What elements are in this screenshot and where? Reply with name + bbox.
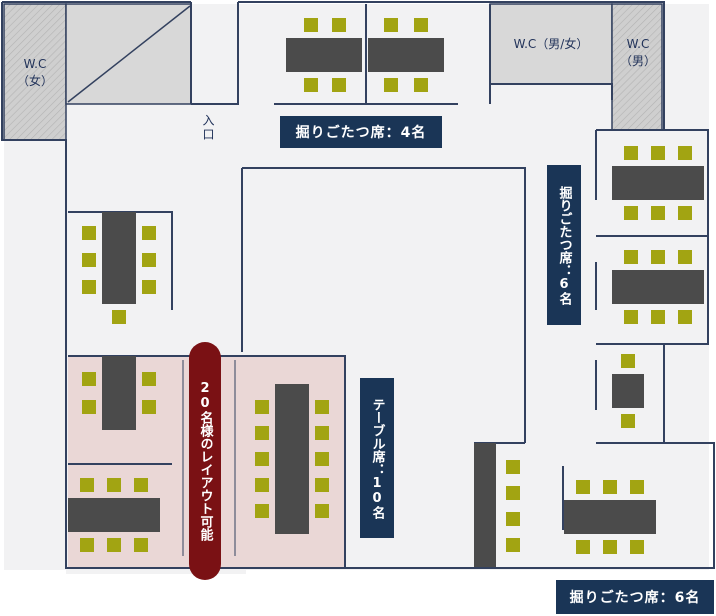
chair xyxy=(142,226,156,240)
table xyxy=(102,356,136,430)
chair xyxy=(506,512,520,526)
chair xyxy=(304,18,318,32)
chair xyxy=(82,253,96,267)
chair xyxy=(332,18,346,32)
chair xyxy=(80,478,94,492)
table-10-label: テーブル席：10名 xyxy=(360,378,394,538)
chair xyxy=(255,426,269,440)
chair xyxy=(142,400,156,414)
chair xyxy=(82,400,96,414)
restroom-areas xyxy=(3,3,663,141)
chair xyxy=(315,400,329,414)
chair xyxy=(82,226,96,240)
chair xyxy=(384,78,398,92)
chair xyxy=(624,146,638,160)
walls xyxy=(1,1,715,569)
table xyxy=(474,443,496,567)
chair xyxy=(506,460,520,474)
chair xyxy=(255,478,269,492)
chair xyxy=(678,146,692,160)
chair xyxy=(506,538,520,552)
chair xyxy=(414,18,428,32)
chairs xyxy=(80,18,692,554)
chair xyxy=(414,78,428,92)
chair xyxy=(304,78,318,92)
table xyxy=(102,212,136,304)
chair xyxy=(576,540,590,554)
chair xyxy=(384,18,398,32)
table xyxy=(612,270,704,304)
chair xyxy=(630,480,644,494)
wc-unisex-label: W.C（男/女） xyxy=(513,37,589,51)
chair xyxy=(82,372,96,386)
chair xyxy=(315,478,329,492)
chair xyxy=(621,354,635,368)
wc-male-label: W.C （男） xyxy=(619,37,656,68)
chair xyxy=(678,206,692,220)
chair xyxy=(134,538,148,552)
table xyxy=(275,384,309,534)
chair xyxy=(603,480,617,494)
chair xyxy=(315,452,329,466)
party-20-label: 20名様のレイアウト可能 xyxy=(189,342,221,580)
chair xyxy=(255,504,269,518)
chair xyxy=(678,250,692,264)
table xyxy=(564,500,656,534)
table xyxy=(612,374,644,408)
chair xyxy=(506,486,520,500)
chair xyxy=(678,310,692,324)
table xyxy=(368,38,444,72)
table xyxy=(612,166,704,200)
chair xyxy=(630,540,644,554)
chair xyxy=(107,478,121,492)
horigotatsu-6-vertical-label: 掘りごたつ席：6名 xyxy=(547,165,581,325)
chair xyxy=(255,452,269,466)
chair xyxy=(315,426,329,440)
chair xyxy=(142,280,156,294)
chair xyxy=(80,538,94,552)
wc-female-room xyxy=(3,3,67,141)
tables xyxy=(68,38,704,567)
entrance-label: 入口 xyxy=(201,114,215,142)
chair xyxy=(603,540,617,554)
chair xyxy=(332,78,346,92)
chair xyxy=(82,280,96,294)
rails xyxy=(182,360,236,556)
chair xyxy=(624,310,638,324)
horigotatsu-4-label: 掘りごたつ席：4名 xyxy=(280,116,442,148)
horigotatsu-6-bottom-label: 掘りごたつ席：6名 xyxy=(556,580,714,614)
chair xyxy=(142,253,156,267)
chair xyxy=(651,206,665,220)
chair xyxy=(576,480,590,494)
chair xyxy=(651,250,665,264)
table xyxy=(286,38,362,72)
table xyxy=(68,498,160,532)
chair xyxy=(112,310,126,324)
wc-female-label: W.C （女） xyxy=(16,57,53,88)
chair xyxy=(621,414,635,428)
chair xyxy=(255,400,269,414)
chair xyxy=(142,372,156,386)
chair xyxy=(107,538,121,552)
chair xyxy=(624,206,638,220)
chair xyxy=(315,504,329,518)
chair xyxy=(651,310,665,324)
chair xyxy=(624,250,638,264)
chair xyxy=(134,478,148,492)
chair xyxy=(651,146,665,160)
